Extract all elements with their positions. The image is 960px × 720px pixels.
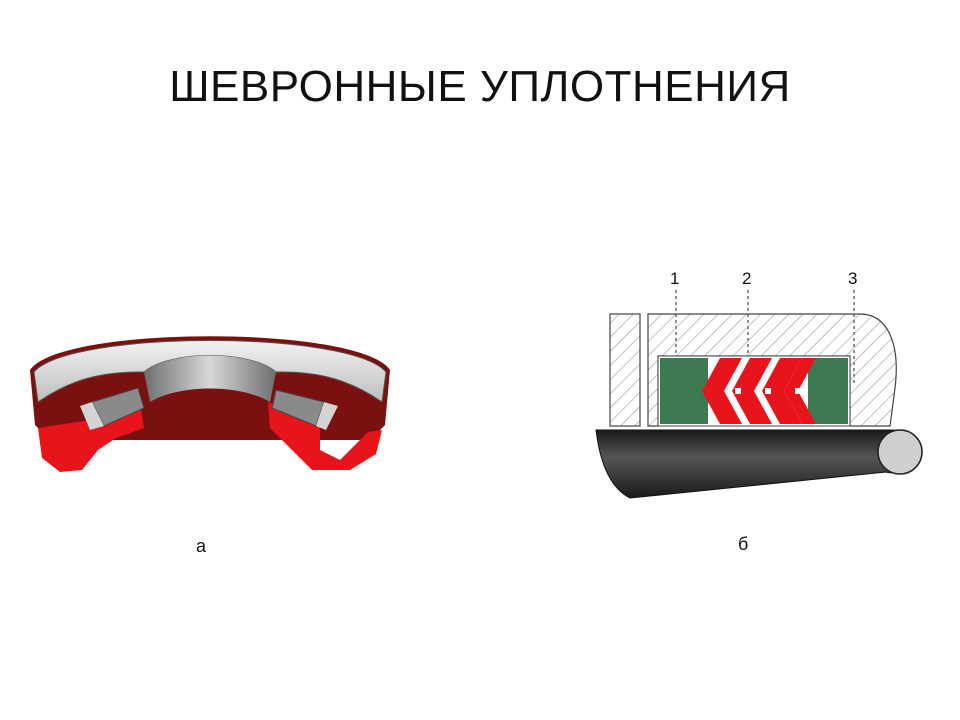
seal-gap-1: [735, 388, 741, 394]
ring-inner-bore: [144, 355, 276, 402]
chevron-seal-b: [732, 358, 772, 424]
chevron-seal-assembly-section: 1 2 3: [595, 269, 923, 499]
shaft-end: [877, 429, 923, 475]
right-seal-section: [268, 402, 382, 470]
ring-top-surface: [33, 340, 387, 403]
callout-2: 2: [742, 269, 751, 288]
seal-gap-3: [795, 388, 801, 394]
support-ring-1: [660, 358, 708, 424]
seal-gap-2: [765, 388, 771, 394]
page-title: ШЕВРОННЫЕ УПЛОТНЕНИЯ: [169, 62, 791, 111]
figure-b-caption: б: [738, 534, 749, 554]
chevron-seal-c: [762, 358, 802, 424]
chevron-seal-ring-illustration: [30, 336, 390, 472]
callout-3: 3: [848, 269, 857, 288]
chevron-seal-a: [702, 358, 742, 424]
left-lip: [80, 402, 104, 430]
shaft: [595, 429, 920, 499]
pressure-ring-3: [808, 358, 848, 424]
gland-left: [609, 313, 641, 427]
figure-a-caption: а: [196, 536, 207, 556]
callout-1: 1: [670, 269, 679, 288]
chevron-seal-d: [784, 358, 816, 424]
right-lip: [316, 402, 338, 430]
